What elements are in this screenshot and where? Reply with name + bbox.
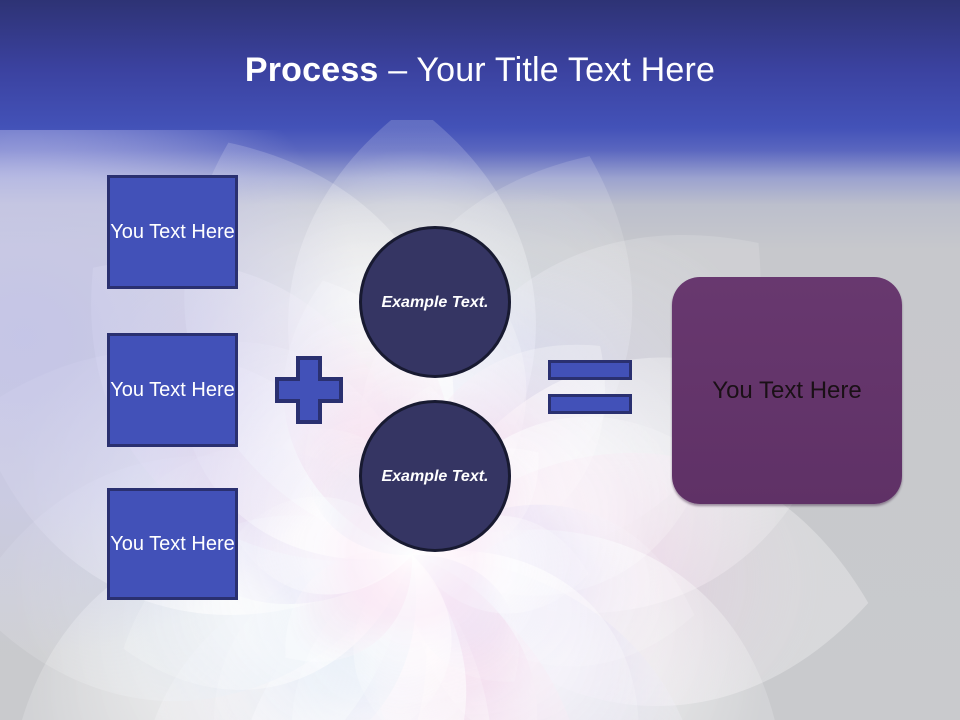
- page-title-rest: – Your Title Text Here: [378, 51, 716, 89]
- input-box-1[interactable]: You Text Here: [107, 175, 238, 289]
- equals-icon: [548, 360, 632, 414]
- process-circle-1-label: Example Text.: [381, 293, 489, 311]
- process-circle-1[interactable]: Example Text.: [359, 226, 511, 378]
- input-box-2-label: You Text Here: [110, 379, 235, 401]
- input-box-3[interactable]: You Text Here: [107, 488, 238, 600]
- result-box-label: You Text Here: [712, 376, 862, 404]
- input-box-3-label: You Text Here: [110, 533, 235, 555]
- equals-bar-top: [548, 360, 632, 380]
- page-title-strong: Process: [244, 51, 379, 89]
- input-box-1-label: You Text Here: [110, 221, 235, 243]
- result-box[interactable]: You Text Here: [672, 277, 902, 504]
- equals-bar-bottom: [548, 394, 632, 414]
- process-circle-2[interactable]: Example Text.: [359, 400, 511, 552]
- input-box-2[interactable]: You Text Here: [107, 333, 238, 447]
- plus-icon: [274, 355, 344, 425]
- page-title: Process – Your Title Text Here: [0, 48, 960, 92]
- process-circle-2-label: Example Text.: [381, 467, 489, 485]
